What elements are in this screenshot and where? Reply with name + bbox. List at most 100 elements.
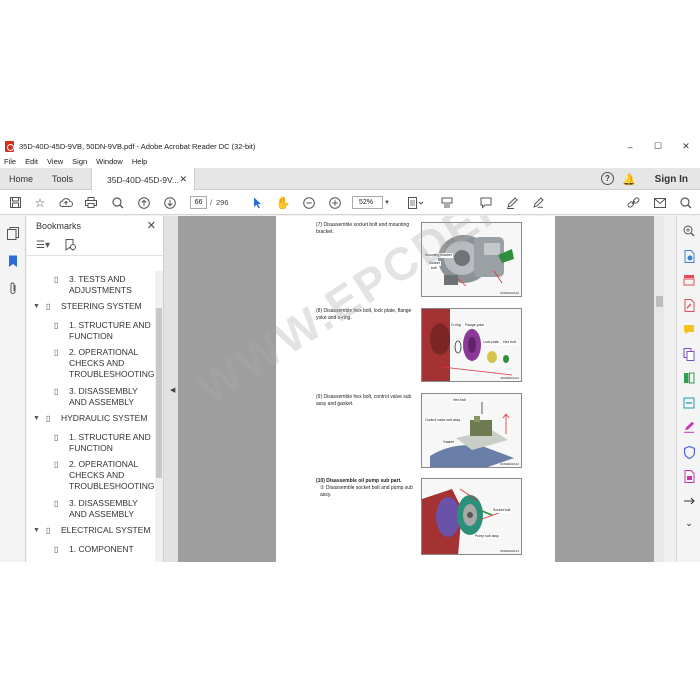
select-cursor-icon[interactable] xyxy=(250,195,264,210)
add-bookmark-icon[interactable] xyxy=(65,239,76,254)
maximize-button[interactable]: ☐ xyxy=(653,141,663,151)
highlight-pen-icon[interactable] xyxy=(505,195,519,210)
step-text: ① Disassemble socket bolt and pump sub a… xyxy=(320,485,418,499)
bookmark-ribbon-icon: ▯ xyxy=(46,302,51,311)
bookmark-label: HYDRAULIC SYSTEM xyxy=(61,413,148,423)
close-panel-icon[interactable]: ✕ xyxy=(146,220,156,232)
callout-label: Mounting bracket xyxy=(424,253,453,258)
bookmark-item[interactable]: ▼ ▯ STEERING SYSTEM xyxy=(33,301,142,312)
collapse-left-panel-icon[interactable]: ◀ xyxy=(170,387,176,394)
sign-in-button[interactable]: Sign In xyxy=(654,173,688,185)
zoom-level-select[interactable]: 52% xyxy=(352,196,383,209)
flange-yoke-illustration xyxy=(422,309,513,381)
search-text-icon[interactable] xyxy=(679,195,693,210)
organize-pages-icon[interactable] xyxy=(682,371,696,385)
pdf-page[interactable]: (7) Disassemble socket bolt and mounting… xyxy=(276,216,555,562)
create-pdf-icon[interactable] xyxy=(682,273,696,287)
tab-tools[interactable]: Tools xyxy=(52,174,74,184)
bookmark-label: 1. STRUCTURE AND xyxy=(69,432,151,442)
close-window-button[interactable]: ✕ xyxy=(682,141,690,151)
document-scrollbar-thumb[interactable] xyxy=(656,296,663,307)
upload-cloud-icon[interactable] xyxy=(58,195,74,210)
more-tools-icon[interactable] xyxy=(682,469,696,483)
step-text: (9) Disassemble hex bolt, control valve … xyxy=(316,394,414,408)
bookmark-label: ELECTRICAL SYSTEM xyxy=(61,525,151,535)
zoom-out-icon[interactable] xyxy=(302,195,316,210)
export-pdf-icon[interactable] xyxy=(682,249,696,263)
bookmark-options-icon[interactable]: ☰▾ xyxy=(36,240,50,251)
scroll-mode-icon[interactable] xyxy=(440,195,454,210)
bookmark-item[interactable]: ▯ 1. COMPONENT xyxy=(54,544,134,555)
edit-pdf-icon[interactable] xyxy=(682,298,696,312)
zoom-dropdown-chevron-icon[interactable]: ▼ xyxy=(384,199,390,206)
bookmark-label: AND ASSEMBLY xyxy=(69,397,135,407)
search-icon[interactable] xyxy=(111,195,125,210)
bookmarks-scrollbar[interactable] xyxy=(155,271,163,562)
step-line: (9) Disassemble hex bolt, control valve … xyxy=(316,394,412,400)
bookmark-star-icon[interactable]: ☆ xyxy=(34,195,46,210)
total-pages: 296 xyxy=(216,198,229,207)
callout-label: Pump sub assy xyxy=(474,534,500,539)
print-icon[interactable] xyxy=(84,195,98,210)
fill-sign-icon[interactable] xyxy=(682,420,696,434)
tab-document[interactable]: 35D-40D-45D-9V... ✕ xyxy=(91,168,195,191)
bookmarks-panel-icon[interactable] xyxy=(6,254,20,268)
tab-close-icon[interactable]: ✕ xyxy=(179,174,187,184)
bookmark-label: 3. TESTS AND xyxy=(69,274,126,284)
menu-view[interactable]: View xyxy=(47,157,64,166)
document-scrollbar[interactable] xyxy=(654,216,664,562)
expand-tools-chevron-icon[interactable]: ⌄ xyxy=(685,517,693,528)
tab-home[interactable]: Home xyxy=(9,174,34,184)
pdf-icon xyxy=(5,141,14,152)
collapse-chevron-icon[interactable]: ▼ xyxy=(33,527,40,534)
panel-splitter[interactable] xyxy=(164,216,178,562)
document-viewer[interactable]: ◀ (7) Disassemble socket bolt and mounti… xyxy=(164,216,664,562)
zoom-tool-icon[interactable] xyxy=(682,224,696,238)
hand-tool-icon[interactable]: ✋ xyxy=(275,195,291,210)
menu-help[interactable]: Help xyxy=(131,157,148,166)
next-page-icon[interactable] xyxy=(163,195,177,210)
page-number-input[interactable]: 66 xyxy=(190,196,207,209)
page-layout-icon[interactable] xyxy=(407,195,425,210)
send-for-review-icon[interactable] xyxy=(682,494,696,508)
bookmark-item[interactable]: ▼ ▯ HYDRAULIC SYSTEM xyxy=(33,413,147,424)
zoom-in-icon[interactable] xyxy=(328,195,342,210)
scan-ocr-icon[interactable] xyxy=(682,396,696,410)
share-link-icon[interactable] xyxy=(625,195,641,210)
protect-shield-icon[interactable] xyxy=(682,445,696,459)
menu-bar: File Edit View Sign Window Help xyxy=(0,155,700,168)
combine-files-icon[interactable] xyxy=(682,347,696,361)
attachments-paperclip-icon[interactable] xyxy=(6,281,20,295)
previous-page-icon[interactable] xyxy=(137,195,151,210)
save-icon[interactable] xyxy=(8,195,22,210)
email-icon[interactable] xyxy=(653,195,667,210)
help-icon[interactable]: ? xyxy=(601,172,614,185)
menu-file[interactable]: File xyxy=(4,157,17,166)
page-thumbnails-icon[interactable] xyxy=(6,226,20,240)
comment-icon[interactable] xyxy=(479,195,493,210)
menu-sign[interactable]: Sign xyxy=(72,157,88,166)
minimize-button[interactable]: – xyxy=(627,141,633,152)
menu-window[interactable]: Window xyxy=(96,157,123,166)
callout-label: Hex bolt xyxy=(452,398,467,403)
collapse-chevron-icon[interactable]: ▼ xyxy=(33,415,40,422)
collapse-chevron-icon[interactable]: ▼ xyxy=(33,303,40,310)
bookmark-item[interactable]: ▼ ▯ ELECTRICAL SYSTEM xyxy=(33,525,150,536)
bookmarks-scrollbar-thumb[interactable] xyxy=(156,308,162,478)
right-tools-rail: ⌄ xyxy=(676,216,700,562)
bookmark-label: FUNCTION xyxy=(69,443,113,453)
notification-bell-icon[interactable]: 🔔 xyxy=(622,173,636,186)
sign-pen-icon[interactable] xyxy=(531,195,545,210)
bookmark-label: 2. OPERATIONAL xyxy=(69,459,139,469)
callout-label: Flange yoke xyxy=(464,323,486,328)
menu-edit[interactable]: Edit xyxy=(25,157,39,166)
comment-tool-icon[interactable] xyxy=(682,323,696,337)
